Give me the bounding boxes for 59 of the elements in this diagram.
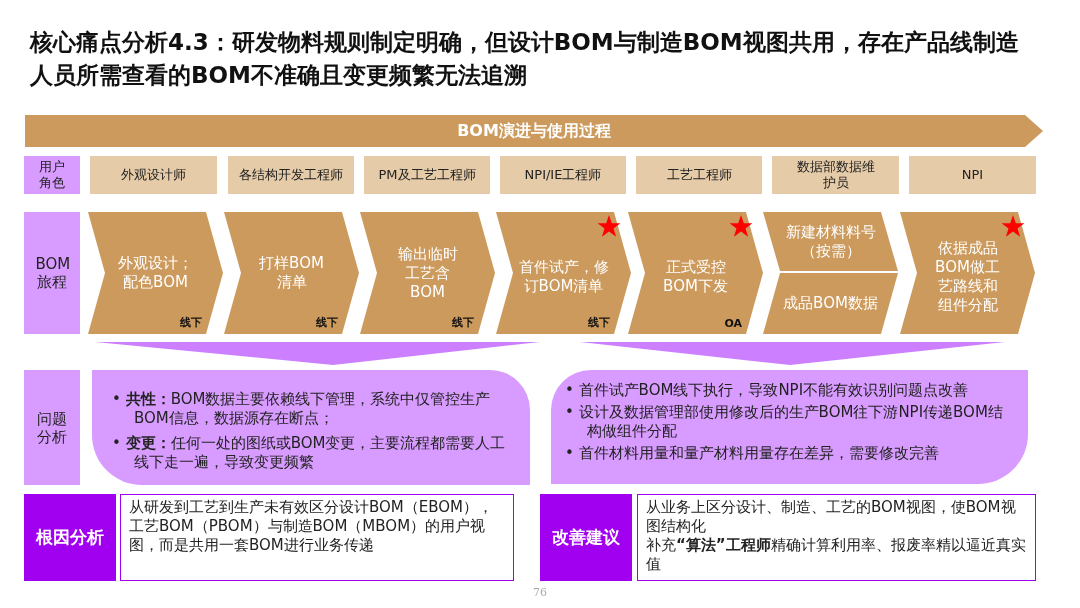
- bullet-text: • 变更：任何一处的图纸或BOM变更，主要流程都需要人工线下走一遍，导致变更频繁: [112, 434, 507, 472]
- process-step: [496, 212, 631, 334]
- step-label: 依据成品BOM做工艺路线和组件分配: [934, 239, 1001, 315]
- role-box: [364, 156, 490, 194]
- banner-text: BOM演进与使用过程: [457, 120, 611, 142]
- node-label: PM及工艺工程师: [378, 167, 476, 183]
- node-label: 外观设计师: [121, 167, 186, 183]
- row-header: [24, 370, 80, 485]
- role-box: [228, 156, 354, 194]
- tag-label: 线下: [316, 315, 338, 330]
- text-box: [637, 494, 1036, 581]
- step-label: 正式受控BOM下发: [662, 258, 729, 296]
- node-label: BOM旅程: [35, 255, 69, 291]
- process-step: [900, 212, 1035, 334]
- body-text: 从研发到工艺到生产未有效区分设计BOM（EBOM），工艺BOM（PBOM）与制造BOM（MBOM）的用户视图，而是共用一套BOM进行业务传递: [129, 498, 495, 555]
- bullet-text: • 设计及数据管理部使用修改后的生产BOM往下游NPI传递BOM结构做组件分配: [565, 403, 1004, 441]
- step-label: 成品BOM数据: [782, 294, 879, 313]
- step-label: 外观设计；配色BOM: [117, 254, 194, 292]
- step-label: 新建材料料号（按需）: [784, 222, 877, 261]
- process-step: [224, 212, 359, 334]
- problem-panel: [92, 370, 530, 485]
- step-label: 首件试产，修订BOM清单: [518, 258, 609, 296]
- title: 核心痛点分析4.3：研发物料规则制定明确，但设计BOM与制造BOM视图共用，存在产品线制造人员所需查看的BOM不准确且变更频繁无法追溯: [30, 28, 1020, 90]
- process-step: [763, 273, 898, 334]
- node-label: 用户角色: [38, 159, 66, 191]
- node-label: 问题分析: [36, 409, 68, 446]
- bullet-text: • 共性：BOM数据主要依赖线下管理，系统中仅管控生产BOM信息，数据源存在断点；: [112, 390, 492, 428]
- role-box: [909, 156, 1036, 194]
- process-step: [763, 212, 898, 271]
- process-step: [88, 212, 223, 334]
- tag-label: 线下: [588, 315, 610, 330]
- role-box: [90, 156, 217, 194]
- row-header: [24, 212, 80, 334]
- process-step: [360, 212, 495, 334]
- heading-text: 根因分析: [36, 526, 104, 549]
- bullet-text: • 首件材料用量和量产材料用量存在差异，需要修改完善: [565, 444, 940, 463]
- tag-label: 线下: [452, 315, 474, 330]
- heading-box: [540, 494, 632, 581]
- node-label: NPI/IE工程师: [524, 167, 602, 183]
- heading-text: 改善建议: [552, 526, 620, 549]
- problem-panel: [551, 370, 1028, 484]
- step-label: 输出临时工艺含BOM: [396, 244, 459, 302]
- body-text: 补充“算法”工程师精确计算利用率、报废率精以逼近真实值: [646, 536, 1027, 574]
- body-text: 从业务上区分设计、制造、工艺的BOM视图，使BOM视图结构化: [646, 498, 1017, 536]
- page-number: 76: [532, 586, 548, 599]
- role-box: [772, 156, 899, 194]
- heading-box: [24, 494, 116, 581]
- node-label: NPI: [961, 167, 984, 183]
- tag-label: OA: [724, 317, 742, 330]
- node-label: 各结构开发工程师: [239, 167, 343, 183]
- step-label: 打样BOM清单: [258, 254, 325, 292]
- role-box: [636, 156, 762, 194]
- role-box: [500, 156, 626, 194]
- tag-label: 线下: [180, 315, 202, 330]
- node-label: 工艺工程师: [666, 167, 732, 183]
- node-label: 数据部数据维护员: [795, 159, 876, 191]
- text-box: [120, 494, 514, 581]
- row-header: [24, 156, 80, 194]
- bullet-text: • 首件试产BOM线下执行，导致NPI不能有效识别问题点改善: [565, 381, 970, 400]
